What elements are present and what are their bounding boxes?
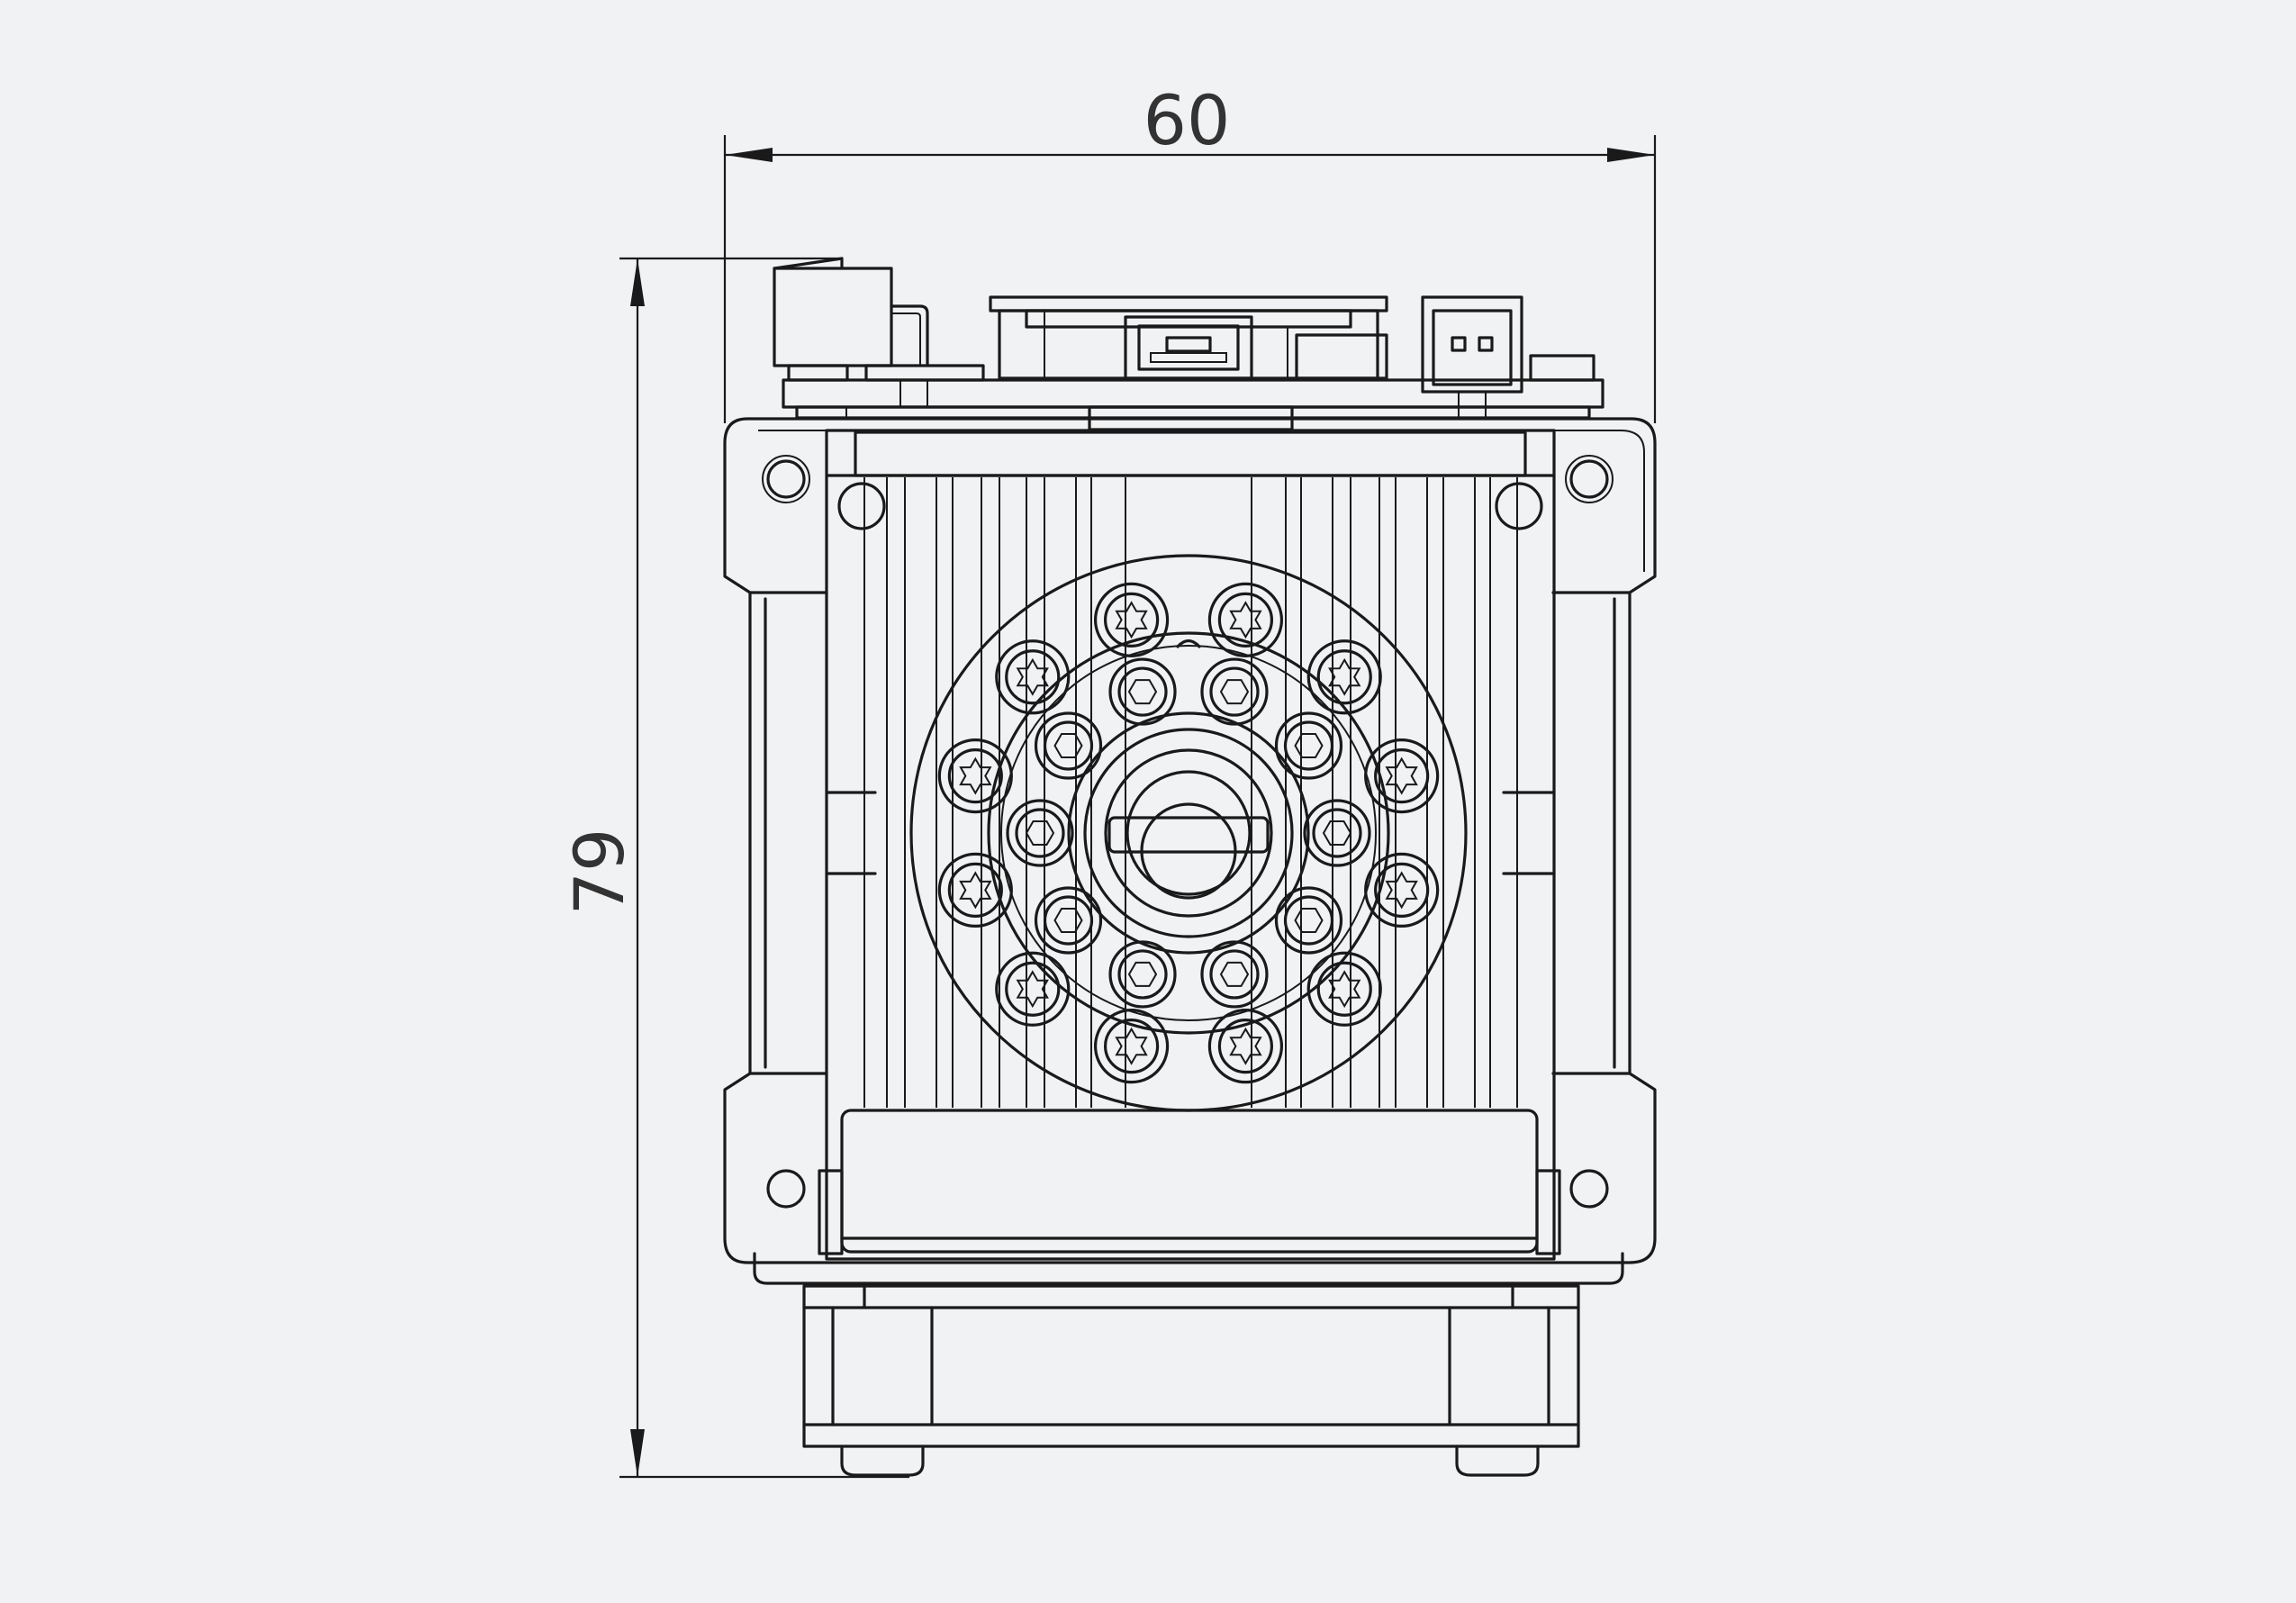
- width-dimension-label: 60: [1143, 80, 1231, 160]
- heat-sink-fins: [863, 477, 1518, 1108]
- height-dimension: 79: [559, 257, 909, 1479]
- height-dimension-label: 79: [559, 829, 639, 916]
- hex-screw: [1200, 657, 1269, 726]
- torx-screw: [1207, 582, 1284, 657]
- torx-screw: [1364, 738, 1440, 814]
- torx-screw: [1093, 1009, 1170, 1084]
- inner-screw-ring: [1006, 657, 1371, 1009]
- hex-screw: [1108, 657, 1177, 726]
- width-dimension: 60: [723, 80, 1657, 423]
- hex-screw: [1274, 886, 1343, 955]
- outer-screw-ring: [937, 582, 1440, 1084]
- hex-screw: [1274, 711, 1343, 780]
- hex-screw: [1108, 940, 1177, 1009]
- torx-screw: [937, 852, 1013, 928]
- torx-screw: [937, 738, 1013, 814]
- torx-screw: [1207, 1009, 1284, 1084]
- torx-screw: [995, 951, 1071, 1027]
- bottom-panel: [818, 1109, 1561, 1255]
- torx-screw: [1306, 639, 1382, 715]
- output-flange: [909, 554, 1468, 1112]
- top-pcb: [773, 257, 1604, 431]
- torx-screw: [1364, 852, 1440, 928]
- hex-screw: [1006, 799, 1074, 867]
- hex-screw: [1303, 799, 1371, 867]
- torx-screw: [1093, 582, 1170, 657]
- torx-screw: [995, 639, 1071, 715]
- torx-screw: [1306, 951, 1382, 1027]
- bracket-frame: [723, 417, 1657, 1285]
- base-plate: [802, 1284, 1580, 1477]
- hex-screw: [1034, 711, 1103, 780]
- hex-screw: [1034, 886, 1103, 955]
- motor-body: [825, 429, 1556, 1261]
- hex-screw: [1200, 940, 1269, 1009]
